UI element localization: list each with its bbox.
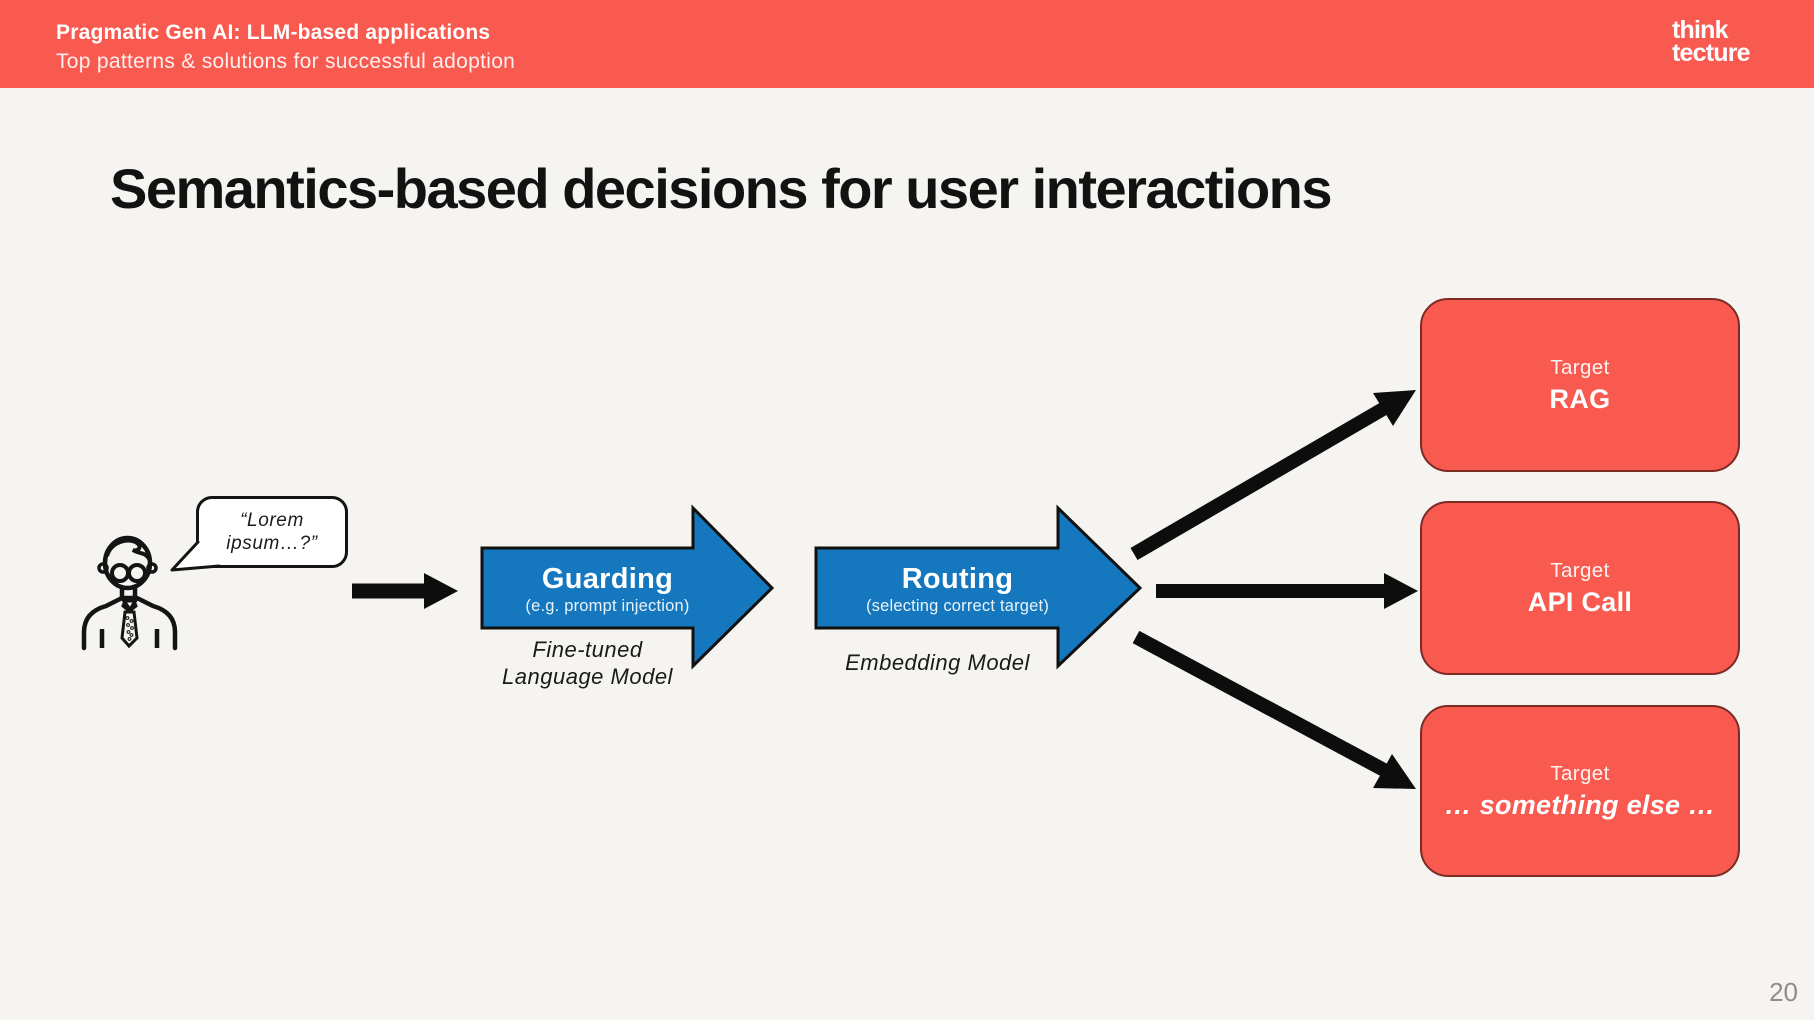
- routing-to-api-arrow: [1156, 573, 1418, 609]
- guarding-title: Guarding: [541, 562, 674, 595]
- thinktecture-logo: think tecture: [1672, 16, 1751, 67]
- guarding-model-line-2: Language Model: [502, 664, 673, 689]
- header-bar: Pragmatic Gen AI: LLM-based applications…: [0, 0, 1814, 88]
- routing-model-label: Embedding Model: [796, 649, 1079, 676]
- person-icon: [81, 535, 178, 651]
- guarding-arrow-shape: [480, 504, 775, 670]
- deck-title: Pragmatic Gen AI: LLM-based applications: [56, 21, 491, 44]
- target-box-something-else: Target … something else …: [1420, 705, 1740, 877]
- page-number: 20: [1769, 977, 1798, 1007]
- target-box-rag: Target RAG: [1420, 298, 1740, 472]
- guarding-model-label: Fine-tuned Language Model: [452, 636, 723, 690]
- target-api-name: API Call: [1527, 586, 1633, 617]
- speech-line-1: “Lorem: [240, 510, 304, 531]
- guarding-note: (e.g. prompt injection): [525, 596, 690, 615]
- target-rag-kicker: Target: [1550, 355, 1610, 379]
- target-else-name: … something else …: [1444, 789, 1716, 820]
- target-api-kicker: Target: [1550, 558, 1610, 582]
- user-to-guarding-arrow: [352, 573, 458, 609]
- speech-bubble-tail: [170, 540, 221, 572]
- routing-arrow-shape: [814, 504, 1143, 670]
- logo-line-2: tecture: [1672, 39, 1751, 67]
- target-rag-name: RAG: [1549, 383, 1611, 414]
- target-box-api-call: Target API Call: [1420, 501, 1740, 675]
- guarding-step-label: Guarding (e.g. prompt injection): [482, 549, 733, 629]
- routing-title: Routing: [901, 562, 1014, 595]
- deck-subtitle: Top patterns & solutions for successful …: [56, 50, 516, 73]
- guarding-model-line-1: Fine-tuned: [532, 637, 643, 662]
- slide-heading: Semantics-based decisions for user inter…: [110, 157, 1333, 220]
- routing-step-label: Routing (selecting correct target): [816, 549, 1099, 629]
- target-else-kicker: Target: [1550, 761, 1610, 785]
- logo-line-1: think: [1672, 16, 1729, 44]
- routing-to-else-arrow: [1132, 630, 1416, 789]
- routing-note: (selecting correct target): [865, 596, 1050, 615]
- routing-to-rag-arrow: [1130, 390, 1416, 561]
- speech-line-2: ipsum…?”: [226, 533, 318, 554]
- routing-model-line-1: Embedding Model: [845, 650, 1030, 675]
- speech-bubble: “Lorem ipsum…?”: [196, 496, 348, 568]
